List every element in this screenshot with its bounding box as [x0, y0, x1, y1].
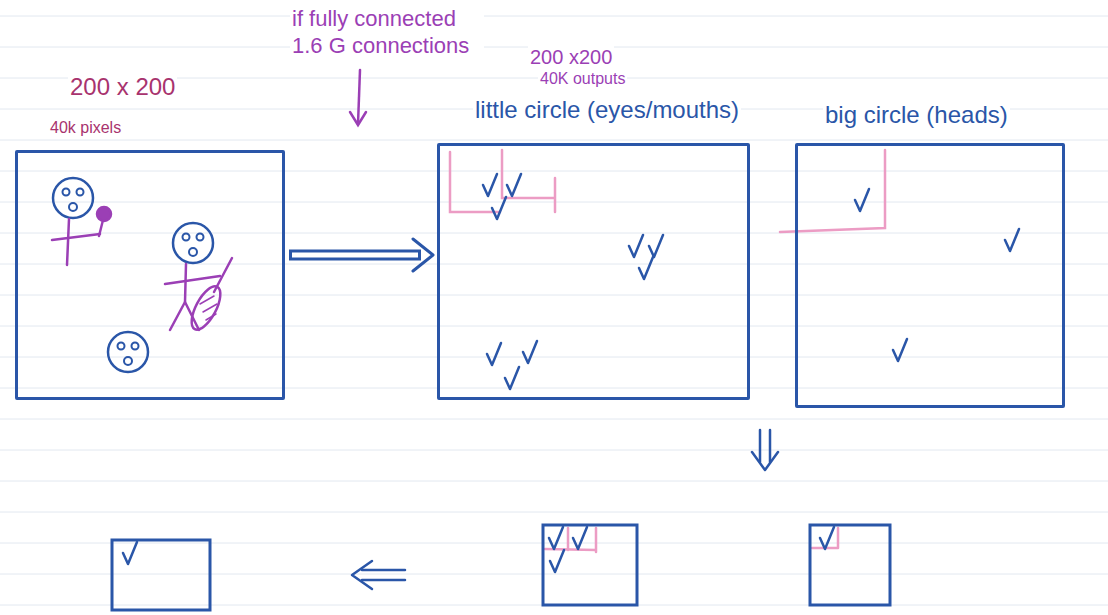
body-line [67, 219, 69, 265]
mouth [189, 248, 197, 256]
feature-map-box: 200 x20040K outputslittle circle (eyes/m… [437, 143, 750, 400]
eye [118, 343, 125, 350]
rule-line [0, 450, 1108, 451]
head-circle [108, 332, 148, 372]
check-mark [523, 341, 537, 363]
eye [77, 189, 84, 196]
check-mark [639, 257, 653, 279]
size-label: 200 x 200 [68, 73, 177, 101]
double-arrow-down [752, 430, 778, 470]
arrow-shaft [289, 250, 421, 261]
arrow-shaft [362, 570, 405, 580]
arrow-head [413, 239, 433, 271]
size-label: 200 x200 [528, 46, 614, 69]
rule-line [0, 419, 1108, 420]
mouth [69, 203, 77, 211]
eye [183, 234, 190, 241]
check-mark [549, 527, 563, 549]
head-circle [173, 223, 213, 263]
input-image-box: 200 x 20040k pixels [15, 150, 285, 400]
rule-line [0, 574, 1108, 575]
check-mark [855, 189, 869, 211]
rule-line [0, 16, 1108, 17]
output-map-box [112, 540, 210, 610]
rule-line [0, 481, 1108, 482]
pooled-maps [112, 525, 890, 610]
annotation-note: if fully connected 1.6 G connections [290, 6, 484, 60]
rule-line [0, 326, 1108, 327]
arm-line [165, 276, 220, 284]
check-mark [649, 235, 663, 257]
check-mark [483, 174, 497, 196]
rule-line [0, 512, 1108, 513]
eye [132, 343, 139, 350]
rule-line [0, 171, 1108, 172]
rule-line [0, 233, 1108, 234]
eye [63, 189, 70, 196]
ruled-paper [0, 16, 1108, 605]
count-label: 40k pixels [48, 119, 123, 137]
leader-line [358, 70, 360, 124]
count-label: 40K outputs [538, 70, 627, 88]
map-heading: big circle (heads) [823, 101, 1010, 129]
rule-line [0, 264, 1108, 265]
pooled-map-box [543, 525, 637, 605]
check-mark [1005, 229, 1019, 251]
stick-figures [52, 178, 232, 372]
leader-head [350, 112, 366, 125]
check-mark [505, 367, 519, 389]
check-mark [820, 527, 834, 549]
check-mark [573, 527, 587, 549]
double-arrow-left [352, 561, 405, 589]
double-arrow [289, 239, 433, 271]
check-mark [492, 197, 506, 219]
guitar-body [186, 282, 226, 334]
check-mark [123, 542, 137, 564]
map-heading: little circle (eyes/mouths) [473, 96, 741, 124]
filter-window [502, 150, 555, 212]
microphone [97, 207, 111, 221]
check-mark [893, 339, 907, 361]
check-mark [550, 550, 564, 572]
guitar-strings [200, 296, 217, 320]
arrow-shaft [760, 430, 770, 462]
guitar-neck [214, 258, 232, 292]
filter-window [450, 152, 500, 212]
check-mark [487, 343, 501, 365]
head-circle [53, 178, 93, 218]
filter-window [812, 528, 838, 548]
body-line [185, 264, 186, 302]
rule-line [0, 140, 1108, 141]
arrow-head [752, 452, 778, 470]
arm-line [52, 234, 100, 240]
leader-arrow [350, 70, 366, 125]
rule-line [0, 543, 1108, 544]
microphone-stick [99, 220, 103, 236]
arrow-head [352, 561, 372, 589]
rule-line [0, 388, 1108, 389]
filter-window [450, 150, 885, 552]
rule-line [0, 295, 1108, 296]
rule-line [0, 357, 1108, 358]
check-mark [507, 174, 521, 196]
check-mark [629, 235, 643, 257]
feature-map-box: big circle (heads) [795, 143, 1065, 408]
mouth [124, 357, 132, 365]
arrow-shaft-gap [292, 253, 418, 258]
eye [197, 234, 204, 241]
check-marks [123, 174, 1019, 572]
filter-window [545, 528, 596, 552]
pooled-map-box [810, 525, 890, 605]
